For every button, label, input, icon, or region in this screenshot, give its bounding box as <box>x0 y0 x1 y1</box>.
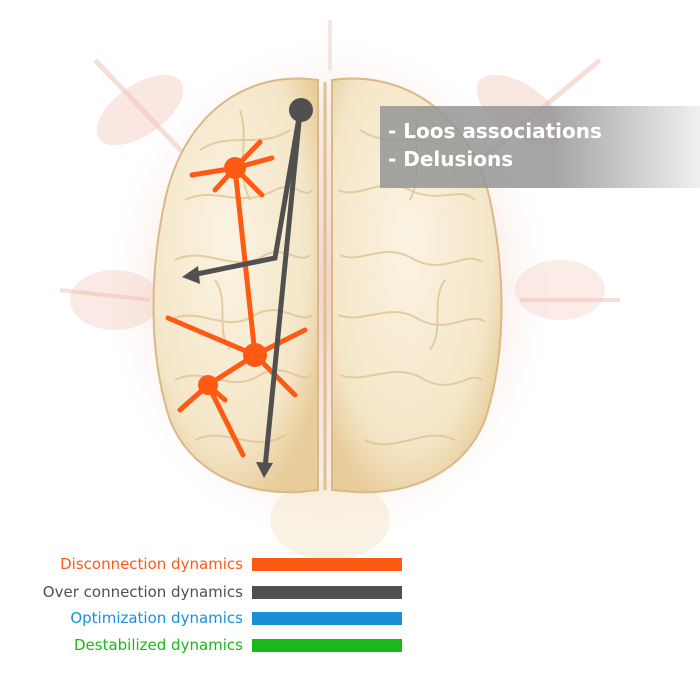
brain-hemispheres <box>152 77 503 494</box>
annotation-delusions: - Delusions <box>388 147 514 171</box>
disconnection-node <box>243 343 267 367</box>
legend-item-disconnection: Disconnection dynamics <box>0 553 700 575</box>
legend-item-destabilized: Destabilized dynamics <box>0 634 700 656</box>
legend-item-optimization: Optimization dynamics <box>0 607 700 629</box>
legend-label: Over connection dynamics <box>42 583 243 601</box>
over-connection-path <box>262 109 303 471</box>
legend-swatch <box>252 558 402 571</box>
legend-swatch <box>252 612 402 625</box>
legend-label: Disconnection dynamics <box>60 555 243 573</box>
annotation-box <box>380 106 700 188</box>
legend-label: Optimization dynamics <box>70 609 243 627</box>
legend-swatch <box>252 586 402 599</box>
legend-item-over-connection: Over connection dynamics <box>0 581 700 603</box>
legend-label: Destabilized dynamics <box>73 636 243 654</box>
legend-swatch <box>252 639 402 652</box>
over-connection-network <box>189 109 303 471</box>
disconnection-ray <box>165 315 258 358</box>
over-connection-path <box>189 109 303 278</box>
disconnection-link <box>232 165 258 358</box>
disconnection-node <box>224 157 246 179</box>
over-connection-arrow <box>182 266 200 284</box>
over-connection-arrow <box>256 462 273 478</box>
disconnection-node <box>198 375 218 395</box>
brain-folds <box>169 109 486 446</box>
over-connection-origin <box>289 98 313 122</box>
disconnection-ray <box>205 382 246 458</box>
annotation-loos-associations: - Loos associations <box>388 119 602 143</box>
